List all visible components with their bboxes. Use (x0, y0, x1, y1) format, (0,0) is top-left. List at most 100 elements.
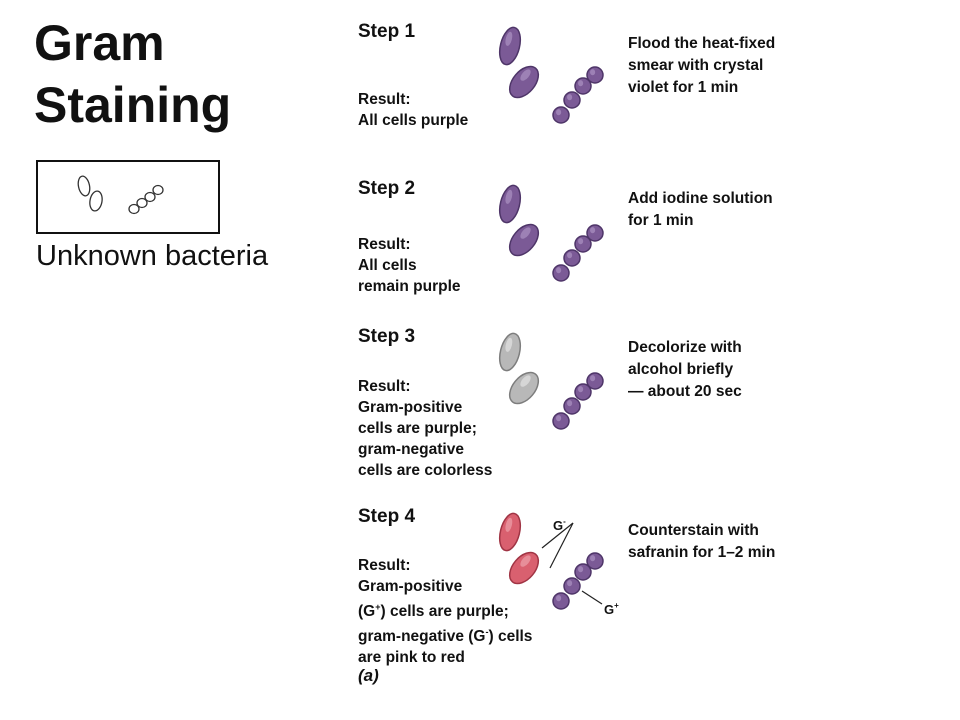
unknown-bacteria-box (36, 160, 220, 234)
cell-highlight (520, 69, 531, 81)
coccus-cell (563, 91, 581, 109)
title-line-2: Staining (34, 77, 232, 133)
cell-highlight (520, 375, 531, 387)
coccus-cell (552, 412, 570, 430)
rod-cell (498, 26, 522, 66)
cell-highlight (556, 595, 562, 602)
rod-cell (508, 371, 540, 405)
step-4-result-line: Gram-positive (358, 578, 463, 595)
cell-highlight (556, 109, 562, 116)
cell-body (498, 184, 522, 224)
step-2-instruction-line: for 1 min (628, 212, 694, 229)
coccus-cell (563, 397, 581, 415)
text-fragment: ) cells are purple; (380, 603, 509, 621)
cell-highlight (556, 267, 562, 274)
step-1-instruction-line: smear with crystal (628, 57, 764, 74)
cell-body (586, 372, 604, 390)
superscript: - (563, 517, 566, 526)
step-1-instruction-line: violet for 1 min (628, 79, 739, 96)
step-1-result-line: All cells purple (358, 112, 469, 129)
step-3-instruction: Decolorize with alcohol briefly — about … (628, 337, 742, 403)
outline-rod-1 (77, 175, 91, 197)
text-fragment: (G (358, 603, 376, 621)
cell-highlight (505, 337, 513, 352)
outline-coccus-2 (136, 197, 148, 209)
page-title: Gram Staining (34, 12, 231, 136)
cell-body (508, 223, 540, 257)
step-3-title: Step 3 (358, 326, 416, 347)
step-1-result: Result: All cells purple (358, 89, 468, 131)
cell-body (498, 332, 522, 372)
step-4-instruction-line: safranin for 1–2 min (628, 544, 776, 561)
text-fragment: gram-negative (G (358, 628, 486, 646)
step-2-result-line: All cells (358, 257, 417, 274)
cell-highlight (590, 375, 596, 382)
coccus-cell (552, 106, 570, 124)
cell-body (563, 397, 581, 415)
step-1-result-line: Result: (358, 91, 411, 108)
cell-highlight (567, 580, 573, 587)
cell-body (552, 264, 570, 282)
cell-highlight (590, 69, 596, 76)
cell-highlight (590, 555, 596, 562)
g-positive-leader (581, 590, 603, 605)
cell-highlight (567, 94, 573, 101)
step-4-instruction: Counterstain with safranin for 1–2 min (628, 520, 775, 564)
step-1-title: Step 1 (358, 21, 416, 42)
coccus-cell (574, 383, 592, 401)
coccus-cell (586, 552, 604, 570)
superscript: + (614, 601, 619, 610)
step-4-result: Result: Gram-positive (G+) cells are pur… (358, 555, 532, 668)
g-base: G (604, 602, 615, 617)
rod-cell (498, 184, 522, 224)
text-fragment: ) cells (488, 628, 533, 646)
step-4-result-line: (G+) cells are purple; (358, 597, 532, 622)
outline-coccus-1 (128, 203, 140, 215)
cell-highlight (520, 555, 531, 567)
coccus-cell (586, 66, 604, 84)
g-positive-label: G+ (604, 598, 619, 618)
coccus-cell (552, 592, 570, 610)
coccus-cell (563, 577, 581, 595)
step-1-instruction: Flood the heat-fixed smear with crystal … (628, 33, 775, 99)
cell-highlight (578, 566, 584, 573)
g-label-leader-lines (541, 522, 603, 605)
coccus-cell (586, 372, 604, 390)
rod-cell (508, 223, 540, 257)
cell-highlight (567, 252, 573, 259)
coccus-cell (563, 249, 581, 267)
step-2-title: Step 2 (358, 178, 416, 199)
cell-body (552, 106, 570, 124)
g-negative-leader (541, 522, 574, 549)
rod-cell (508, 65, 540, 99)
cell-highlight (556, 415, 562, 422)
outline-rod-2 (89, 190, 103, 212)
step-4-result-line: are pink to red (358, 649, 465, 667)
coccus-cell (552, 264, 570, 282)
step-4-title: Step 4 (358, 506, 416, 527)
cell-highlight (578, 238, 584, 245)
cell-body (508, 551, 540, 585)
cell-body (586, 224, 604, 242)
unknown-bacteria-sketch (77, 175, 164, 215)
title-line-1: Gram (34, 15, 165, 71)
superscript: - (485, 627, 489, 638)
rod-cell (498, 332, 522, 372)
cell-body (498, 512, 522, 552)
coccus-cell (574, 77, 592, 95)
cell-body (563, 91, 581, 109)
cell-highlight (520, 227, 531, 239)
g-negative-leader (549, 522, 574, 569)
step-4-result-line: Result: (358, 557, 411, 574)
g-base: G (553, 518, 564, 533)
rod-cell (508, 551, 540, 585)
step-3-cells (498, 332, 604, 430)
cell-body (563, 249, 581, 267)
outline-coccus-3 (144, 191, 156, 203)
cell-highlight (578, 386, 584, 393)
step-4-result-line: gram-negative (G-) cells (358, 622, 532, 647)
step-2-result-line: Result: (358, 236, 411, 253)
cell-highlight (567, 400, 573, 407)
rod-cell (498, 512, 522, 552)
cell-highlight (505, 517, 513, 532)
